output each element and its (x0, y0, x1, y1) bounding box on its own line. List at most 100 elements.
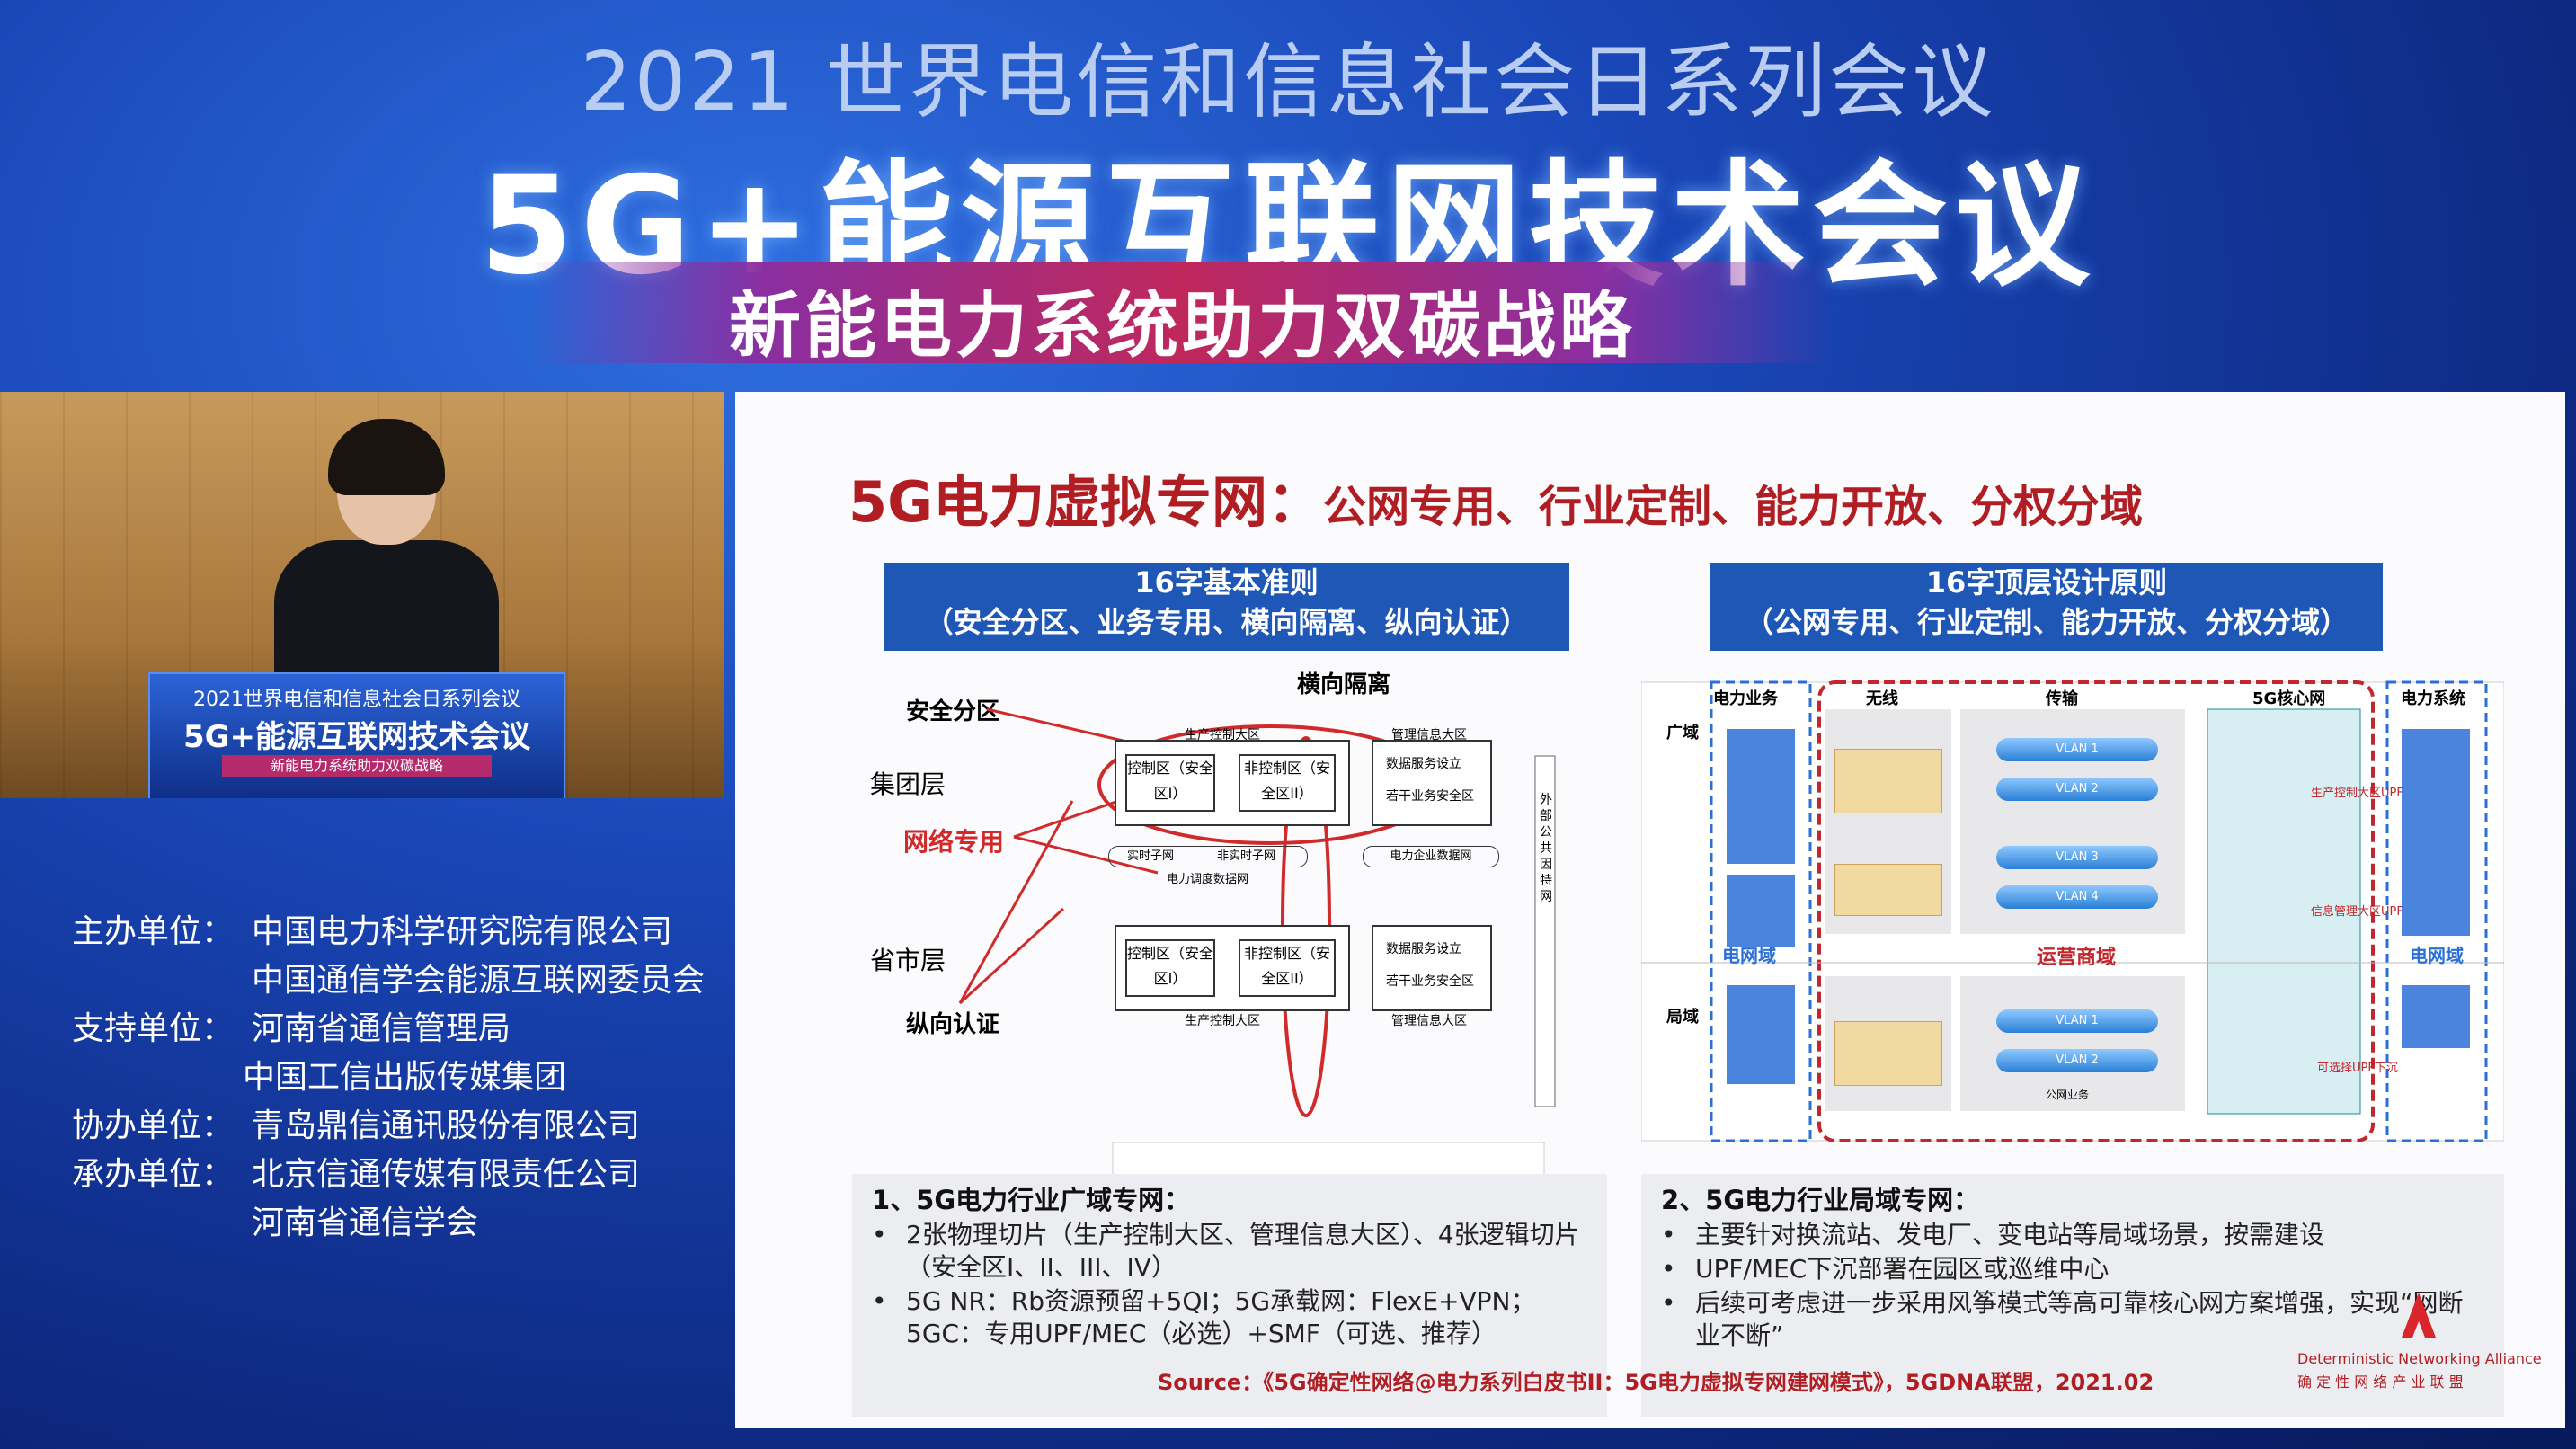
right-header-line2: （公网专用、行业定制、能力开放、分权分域） (1744, 605, 2349, 639)
data-service-label: 数据服务设立 (1386, 757, 1461, 771)
local-area-item-text: UPF/MEC下沉部署在园区或巡维中心 (1695, 1254, 2110, 1284)
nonrealtime-subnet-label: 非实时子网 (1217, 849, 1276, 863)
col-power-system: 电力系统 (2401, 689, 2465, 708)
organizer-value: 北京信通传媒有限责任公司 (252, 1156, 641, 1193)
nonctrl-zone-box: 非控制区（安全区II） (1239, 754, 1336, 812)
vlan2-pipe: VLAN 2 (1996, 778, 2158, 801)
local-area-heading: 2、5G电力行业局域专网： (1661, 1185, 1980, 1215)
label-security-zone: 安全分区 (906, 698, 1000, 725)
logo-chinese-name: 确 定 性 网 络 产 业 联 盟 (2297, 1373, 2464, 1391)
row-local-area: 局域 (1666, 1008, 1699, 1027)
right-principles-header: 16字顶层设计原则 （公网专用、行业定制、能力开放、分权分域） (1710, 563, 2383, 651)
upf-production-label: 生产控制大区UPF (2311, 787, 2403, 800)
organizer-value: 河南省通信学会 (252, 1205, 479, 1241)
ctrl-zone-box: 控制区（安全区I） (1125, 754, 1215, 812)
mgmt-zone-label: 管理信息大区 (1391, 728, 1467, 742)
local-area-item: •主要针对换流站、发电厂、变电站等局域场景，按需建设 (1661, 1219, 2470, 1251)
local-area-item: •后续可考虑进一步采用风筝模式等高可靠核心网方案增强，实现“网断业不断” (1661, 1287, 2470, 1352)
slide-title-main: 5G电力虚拟专网： (848, 469, 1324, 535)
organizer-label: 支持单位： (72, 1010, 235, 1047)
col-5g-core: 5G核心网 (2252, 689, 2326, 708)
province-nonctrl-zone-box: 非控制区（安全区II） (1239, 939, 1336, 997)
logo-english-name: Deterministic Networking Alliance (2297, 1350, 2542, 1367)
local-area-bullets: 2、5G电力行业局域专网： •主要针对换流站、发电厂、变电站等局域场景，按需建设… (1641, 1174, 2504, 1417)
wide-area-item-text: 2张物理切片（生产控制大区、管理信息大区）、4张逻辑切片（安全区I、II、III… (906, 1220, 1580, 1282)
power-business-block-3 (1727, 985, 1795, 1084)
other-business-label: 若干业务安全区 (1386, 789, 1474, 804)
vlan3-pipe: VLAN 3 (1996, 846, 2158, 869)
province-ctrl-zone-box: 控制区（安全区I） (1125, 939, 1215, 997)
province-mgmt-zone-label: 管理信息大区 (1391, 1014, 1467, 1028)
public-business-label: 公网业务 (2046, 1089, 2090, 1101)
speaker-video: 2021世界电信和信息社会日系列会议 5G+能源互联网技术会议 新能电力系统助力… (0, 392, 724, 798)
col-transport: 传输 (2046, 689, 2078, 708)
local-vlan2-pipe: VLAN 2 (1996, 1049, 2158, 1072)
province-mgmt-zone (1372, 925, 1492, 1011)
speaker-hair (328, 419, 445, 495)
network-slicing-diagram: 电力业务 无线 传输 5G核心网 电力系统 广域 局域 电网域 运营商域 电网域… (1641, 666, 2504, 1196)
wide-area-heading: 1、5G电力行业广域专网： (872, 1185, 1191, 1215)
power-system-block-2 (2402, 985, 2470, 1048)
province-data-service-label: 数据服务设立 (1386, 942, 1461, 956)
dispatch-net-label: 电力调度数据网 (1167, 873, 1249, 886)
realtime-subnet-label: 实时子网 (1127, 849, 1175, 863)
dna-logo: Deterministic Networking Alliance 确 定 性 … (2297, 1291, 2549, 1399)
col-power-business: 电力业务 (1713, 689, 1778, 708)
group-mgmt-zone (1372, 740, 1492, 826)
power-system-block-1 (2402, 729, 2470, 936)
wide-area-item-text: 5G NR：Rb资源预留+5QI；5G承载网：FlexE+VPN；5GC：专用U… (906, 1286, 1536, 1348)
organizer-value: 河南省通信管理局 (252, 1010, 511, 1047)
left-header-line2: （安全分区、业务专用、横向隔离、纵向认证） (924, 605, 1529, 639)
power-business-block-2 (1727, 875, 1795, 947)
prod-zone-label: 生产控制大区 (1185, 728, 1260, 742)
podium-line2: 5G+能源互联网技术会议 (182, 719, 531, 755)
label-group-layer: 集团层 (870, 769, 946, 799)
wireless-slice-box-3 (1834, 1021, 1942, 1086)
organizer-label: 承办单位： (72, 1156, 235, 1193)
slide-title: 5G电力虚拟专网：公网专用、行业定制、能力开放、分权分域 (848, 457, 2143, 538)
wireless-slice-box-1 (1834, 749, 1942, 813)
podium: 2021世界电信和信息社会日系列会议 5G+能源互联网技术会议 新能电力系统助力… (148, 672, 565, 798)
security-architecture-diagram: 横向隔离 安全分区 集团层 网络专用 省市层 纵向认证 生产控制大区 控制区（安… (870, 666, 1580, 1187)
source-citation: Source：《5G确定性网络@电力系列白皮书II：5G电力虚拟专网建网模式》，… (1158, 1370, 2154, 1395)
local-area-item: •UPF/MEC下沉部署在园区或巡维中心 (1661, 1253, 2470, 1285)
label-grid-domain-left: 电网域 (1722, 945, 1776, 966)
organizer-value: 中国工信出版传媒集团 (243, 1059, 567, 1096)
subtitle-band (530, 262, 1834, 363)
dna-logo-icon (2402, 1293, 2436, 1338)
conference-series-title: 2021 世界电信和信息社会日系列会议 (580, 35, 1996, 129)
label-province-layer: 省市层 (870, 946, 946, 975)
vlan4-pipe: VLAN 4 (1996, 885, 2158, 909)
left-header-line1: 16字基本准则 (1134, 565, 1319, 600)
organizer-label: 协办单位： (72, 1107, 235, 1144)
col-wireless: 无线 (1866, 689, 1898, 708)
local-area-item-text: 主要针对换流站、发电厂、变电站等局域场景，按需建设 (1695, 1220, 2325, 1249)
podium-line1: 2021世界电信和信息社会日系列会议 (193, 689, 520, 711)
organizer-value: 中国电力科学研究院有限公司 (252, 913, 673, 950)
local-vlan1-pipe: VLAN 1 (1996, 1009, 2158, 1033)
label-network-dedicated: 网络专用 (903, 827, 1005, 857)
right-header-line1: 16字顶层设计原则 (1925, 565, 2168, 600)
organizer-value: 青岛鼎信通讯股份有限公司 (252, 1107, 641, 1144)
presentation-slide: 5G电力虚拟专网：公网专用、行业定制、能力开放、分权分域 16字基本准则 （安全… (735, 392, 2565, 1428)
wide-area-item: •2张物理切片（生产控制大区、管理信息大区）、4张逻辑切片（安全区I、II、II… (872, 1219, 1591, 1284)
upf-sink-label: 可选择UPF下沉 (2317, 1062, 2398, 1075)
enterprise-net-oval: 电力企业数据网 (1363, 846, 1499, 867)
power-business-block-1 (1727, 729, 1795, 864)
label-operator-domain: 运营商域 (2037, 947, 2117, 969)
local-area-item-text: 后续可考虑进一步采用风筝模式等高可靠核心网方案增强，实现“网断业不断” (1695, 1288, 2464, 1350)
province-other-business-label: 若干业务安全区 (1386, 974, 1474, 989)
left-principles-header: 16字基本准则 （安全分区、业务专用、横向隔离、纵向认证） (884, 563, 1569, 651)
external-internet-label: 外部公共因特网 (1540, 793, 1552, 904)
diagram-lines (958, 707, 1556, 1176)
wide-area-item: •5G NR：Rb资源预留+5QI；5G承载网：FlexE+VPN；5GC：专用… (872, 1285, 1591, 1350)
podium-line3: 新能电力系统助力双碳战略 (222, 755, 492, 777)
wireless-slice-box-2 (1834, 864, 1942, 916)
label-grid-domain-right: 电网域 (2410, 945, 2464, 966)
organizer-value: 中国通信学会能源互联网委员会 (252, 962, 706, 999)
realtime-subnet-oval: 实时子网 非实时子网 (1108, 846, 1308, 867)
wide-area-bullets: 1、5G电力行业广域专网： •2张物理切片（生产控制大区、管理信息大区）、4张逻… (852, 1174, 1607, 1417)
row-wide-area: 广域 (1666, 724, 1699, 742)
province-prod-zone-label: 生产控制大区 (1185, 1014, 1260, 1028)
vlan1-pipe: VLAN 1 (1996, 738, 2158, 761)
